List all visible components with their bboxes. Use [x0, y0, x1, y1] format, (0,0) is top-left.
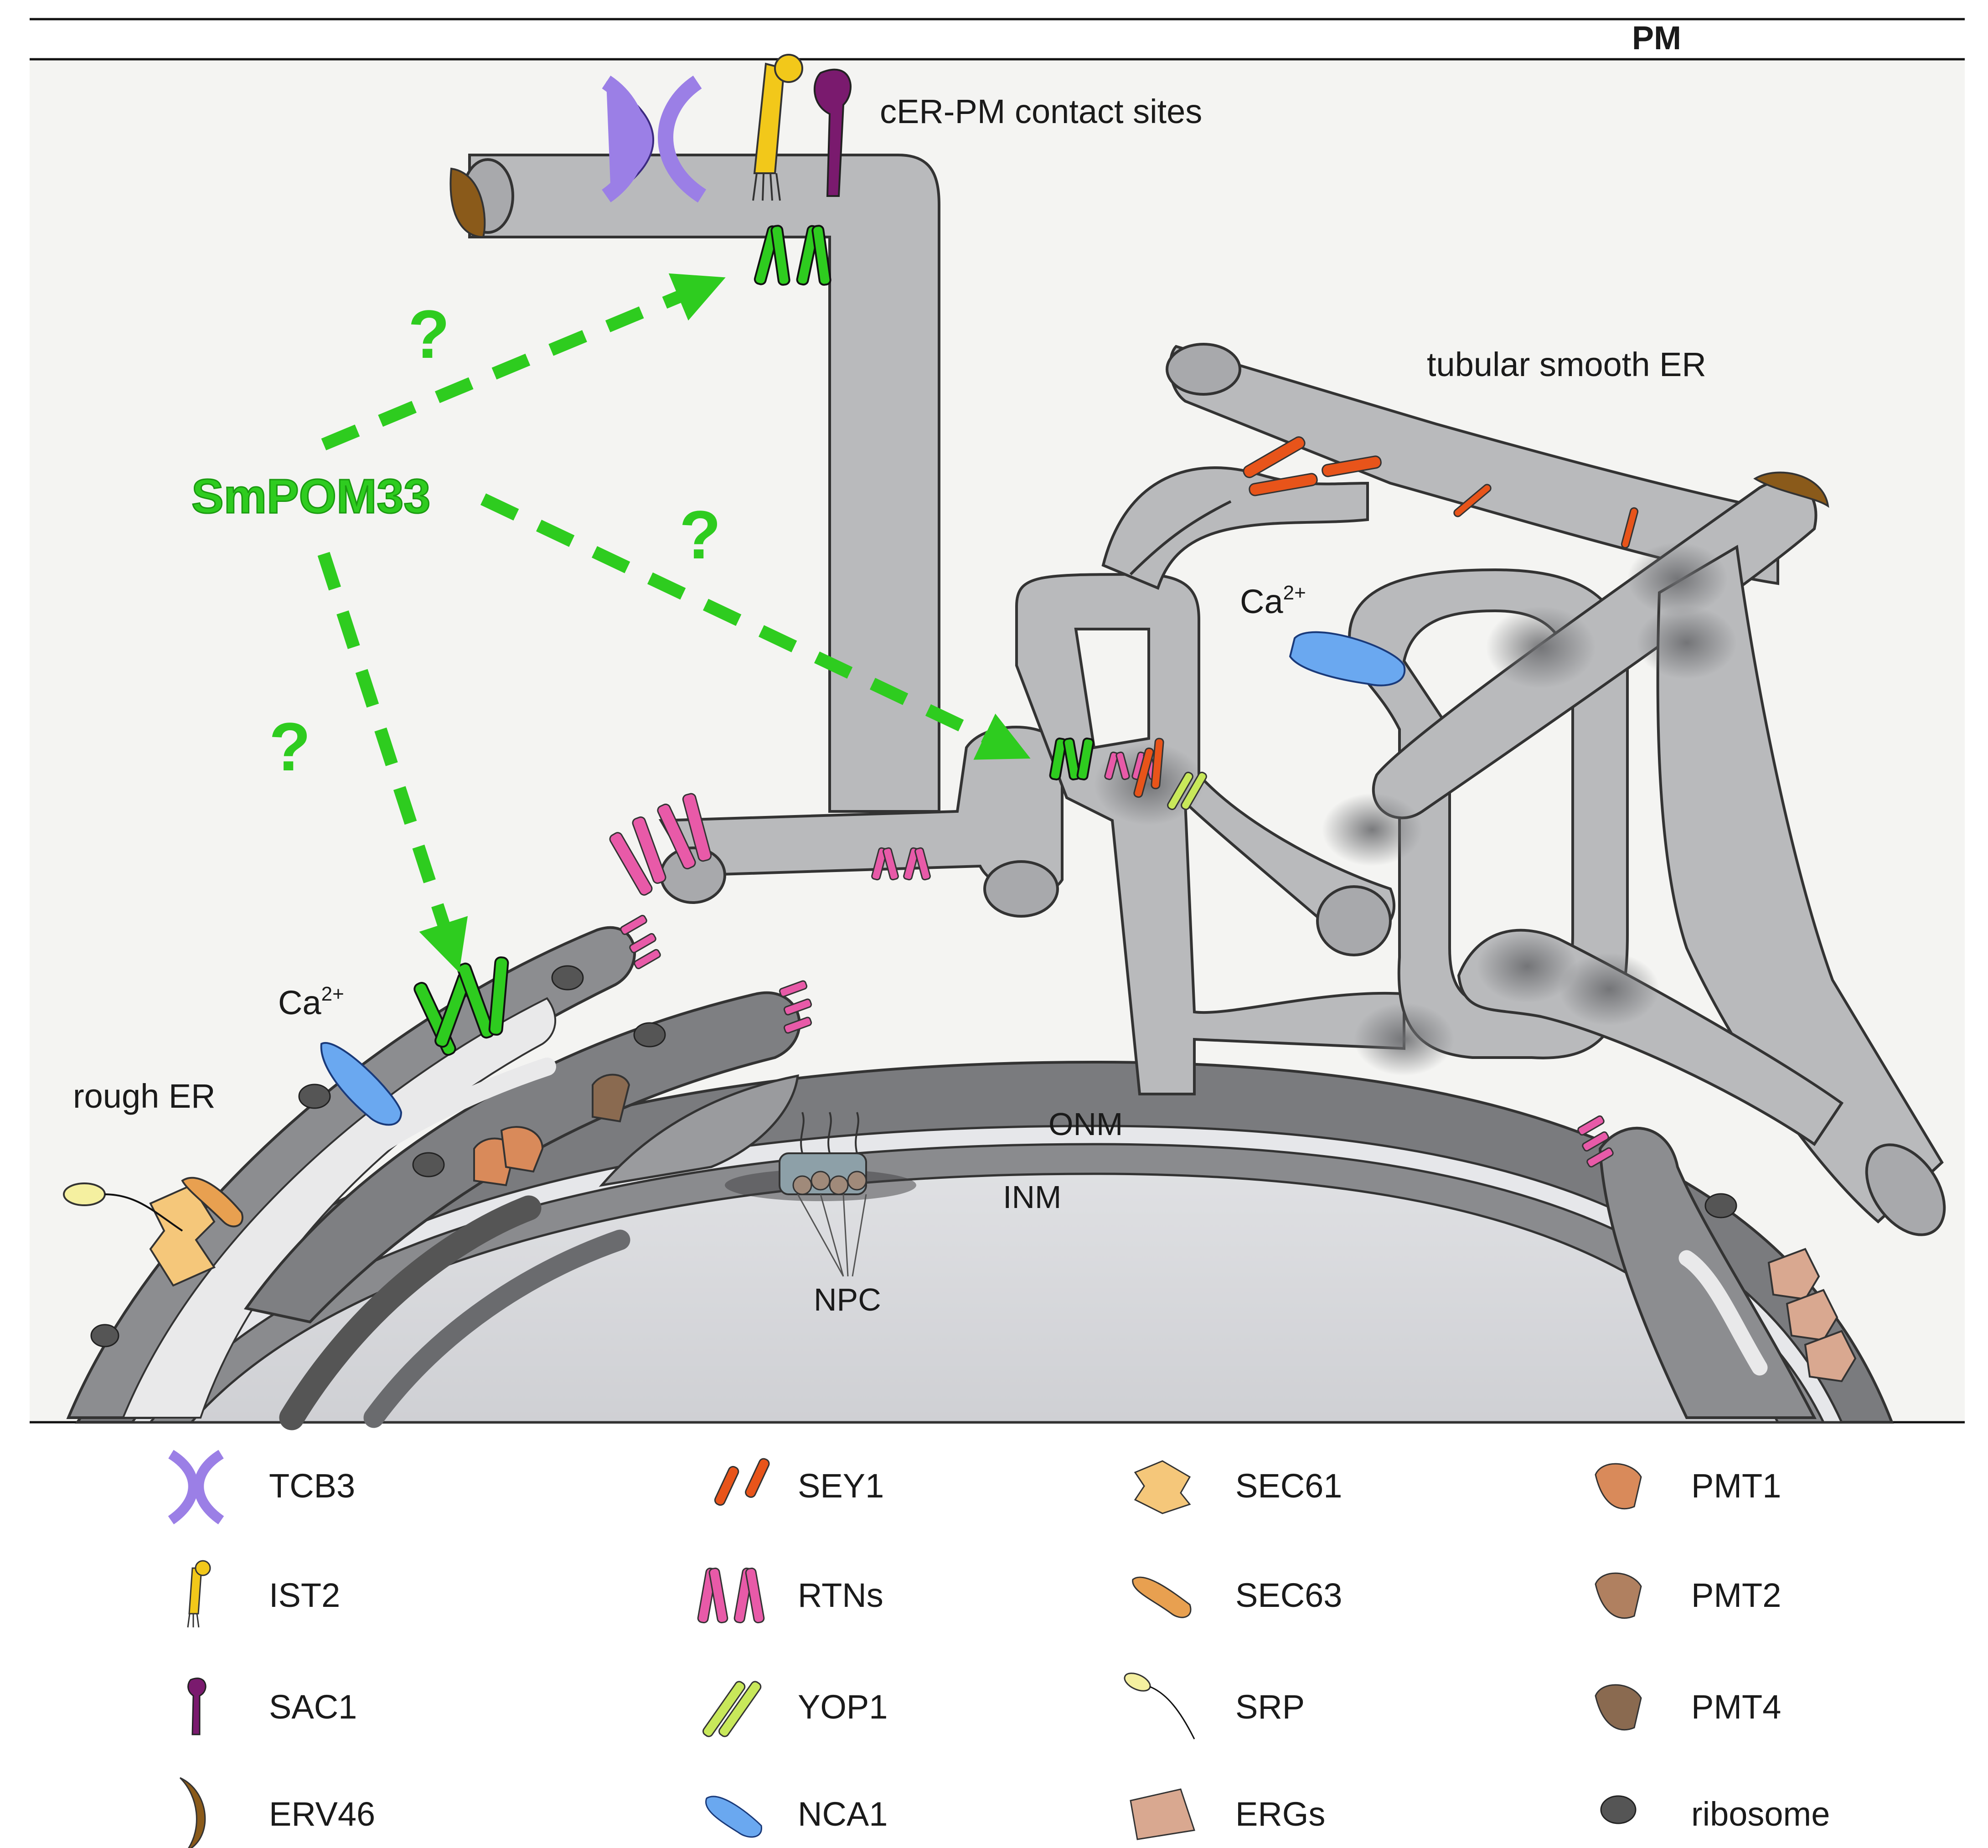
erv46-protein	[449, 167, 1829, 508]
ca-label-left: Ca2+	[278, 983, 344, 1022]
smpom33-protein-tubular	[1049, 738, 1095, 780]
ist2-icon	[187, 1560, 211, 1628]
onm-label: ONM	[1048, 1106, 1123, 1142]
yop1-icon	[702, 1681, 762, 1737]
inm-label: INM	[1003, 1179, 1061, 1215]
legend-label: ERV46	[269, 1795, 375, 1833]
legend-item-pmt4: PMT4	[1595, 1684, 1781, 1731]
legend-item-erv46: ERV46	[179, 1777, 375, 1848]
ist2-protein	[752, 54, 803, 201]
legend-item-nca1: NCA1	[705, 1795, 888, 1838]
pmt2-icon	[1595, 1572, 1642, 1619]
legend-item-yop1: YOP1	[702, 1681, 888, 1737]
legend-item-ribosome: ribosome	[1600, 1795, 1830, 1833]
erv46-icon	[179, 1777, 206, 1848]
sey1-icon	[714, 1458, 770, 1506]
legend-item-tcb3: TCB3	[168, 1450, 355, 1525]
legend-item-sey1: SEY1	[714, 1458, 884, 1506]
legend-item-pmt1: PMT1	[1595, 1463, 1781, 1510]
yop1-proteins	[1167, 771, 1207, 810]
srp-icon	[1124, 1672, 1195, 1740]
legend-label: SEY1	[798, 1467, 884, 1505]
npc	[779, 1112, 867, 1277]
legend-label: SAC1	[269, 1688, 357, 1726]
ribosomes	[90, 965, 1737, 1347]
rtns-icon	[697, 1567, 765, 1624]
legend-label: PMT2	[1691, 1576, 1781, 1614]
question-mark-cer: ?	[408, 296, 450, 372]
tubular-er-label: tubular smooth ER	[1427, 346, 1706, 383]
legend-item-pmt2: PMT2	[1595, 1572, 1781, 1619]
smpom33-label: SmPOM33	[191, 470, 430, 523]
legend-label: SEC61	[1235, 1467, 1342, 1505]
legend-label: NCA1	[798, 1795, 888, 1833]
legend-label: IST2	[269, 1576, 340, 1614]
legend-label: YOP1	[798, 1688, 888, 1726]
cer-pm-label: cER-PM contact sites	[880, 93, 1202, 130]
sec61-icon	[1134, 1460, 1191, 1514]
tcb3-protein	[601, 75, 707, 203]
sac1-icon	[187, 1678, 207, 1735]
pmt-proteins	[473, 1074, 630, 1187]
legend-label: RTNs	[798, 1576, 883, 1614]
legend-item-srp: SRP	[1124, 1672, 1305, 1740]
legend-label: TCB3	[269, 1467, 355, 1505]
legend-label: PMT1	[1691, 1467, 1781, 1505]
npc-label: NPC	[814, 1282, 881, 1317]
ca-label-right: Ca2+	[1240, 582, 1306, 620]
legend-item-sac1: SAC1	[187, 1678, 357, 1735]
legend-item-sec61: SEC61	[1134, 1460, 1342, 1514]
question-mark-tubular: ?	[679, 496, 721, 573]
legend-item-ist2: IST2	[187, 1560, 340, 1628]
tubular-er	[468, 154, 1944, 1224]
arrow-to-rough	[317, 552, 468, 973]
sac1-protein	[813, 68, 852, 197]
legend-label: PMT4	[1691, 1688, 1781, 1726]
smpom33-protein-cer	[754, 225, 831, 286]
pm-label: PM	[1632, 20, 1681, 57]
legend-item-sec63: SEC63	[1132, 1576, 1342, 1618]
arrow-to-cer	[321, 273, 726, 450]
tcb3-icon	[168, 1450, 224, 1525]
legend-label: SEC63	[1235, 1576, 1342, 1614]
legend-label: SRP	[1235, 1688, 1305, 1726]
pmt1-icon	[1595, 1463, 1642, 1510]
legend-label: ERGs	[1235, 1795, 1325, 1833]
ergs-proteins	[1767, 1248, 1857, 1383]
ergs-icon	[1130, 1788, 1195, 1840]
legend-item-rtns: RTNs	[697, 1567, 883, 1624]
sec63-icon	[1132, 1576, 1192, 1618]
pmt4-icon	[1595, 1684, 1642, 1731]
sey1-proteins	[1133, 436, 1639, 798]
rtns-proteins	[609, 751, 1614, 1168]
legend-item-ergs: ERGs	[1130, 1788, 1325, 1840]
nca1-icon	[705, 1796, 762, 1838]
smpom33-protein-rough	[413, 956, 509, 1056]
rough-er-label: rough ER	[73, 1077, 216, 1115]
sec61-sec63-srp	[63, 1177, 243, 1287]
question-mark-rough: ?	[269, 708, 311, 785]
arrow-to-tubular	[480, 493, 1031, 760]
legend-label: ribosome	[1691, 1795, 1830, 1833]
ribosome-icon	[1600, 1795, 1637, 1824]
nca1-proteins	[320, 631, 1406, 1126]
er-tube-openings	[461, 158, 1946, 1236]
